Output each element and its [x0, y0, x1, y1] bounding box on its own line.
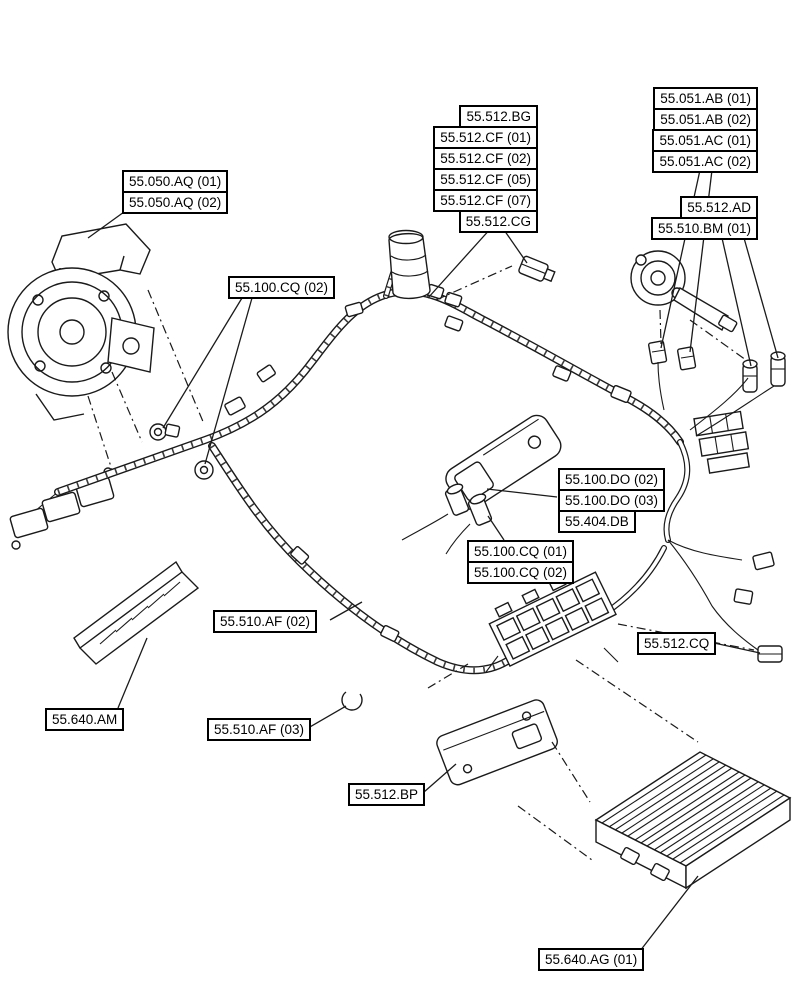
- callout-55-051-ac-01[interactable]: 55.051.AC (01): [652, 129, 758, 152]
- callout-group-55-512-cq: 55.512.CQ: [637, 632, 717, 655]
- callout-55-100-cq-02[interactable]: 55.100.CQ (02): [467, 561, 575, 584]
- callout-group-55-510-af-03: 55.510.AF (03): [207, 718, 312, 741]
- callout-55-051-ac-02[interactable]: 55.051.AC (02): [652, 150, 758, 173]
- mounting-bracket-icon: [73, 560, 200, 665]
- callout-55-510-af-03[interactable]: 55.510.AF (03): [207, 718, 312, 741]
- callout-55-512-cf-01[interactable]: 55.512.CF (01): [433, 126, 538, 149]
- callout-55-100-do-02[interactable]: 55.100.DO (02): [558, 468, 666, 491]
- callout-group-55-640-am: 55.640.AM: [45, 708, 125, 731]
- callout-55-051-ab-01[interactable]: 55.051.AB (01): [653, 87, 758, 110]
- small-connector-pair-icon: [647, 340, 697, 371]
- clip-icon: [341, 691, 363, 711]
- bp-module-icon: [436, 699, 558, 786]
- callout-55-512-bg[interactable]: 55.512.BG: [459, 105, 538, 128]
- callout-group-55-512-cf: 55.512.BG 55.512.CF (01) 55.512.CF (02) …: [433, 105, 538, 233]
- round-sensor-icon: [630, 250, 738, 333]
- callout-55-050-aq-02[interactable]: 55.050.AQ (02): [122, 191, 229, 214]
- callout-55-100-do-03[interactable]: 55.100.DO (03): [558, 489, 666, 512]
- callout-group-55-100-cq-left: 55.100.CQ (02): [228, 276, 336, 299]
- callout-group-55-640-ag: 55.640.AG (01): [538, 948, 645, 971]
- callout-55-512-cg[interactable]: 55.512.CG: [458, 210, 538, 233]
- callout-55-640-ag-01[interactable]: 55.640.AG (01): [538, 948, 645, 971]
- callout-55-051-ab-02[interactable]: 55.051.AB (02): [653, 108, 758, 131]
- fuse-box-legs: [485, 647, 619, 673]
- left-connector-cluster-icon: [9, 467, 115, 550]
- callout-55-512-cq[interactable]: 55.512.CQ: [637, 632, 717, 655]
- callout-55-640-am[interactable]: 55.640.AM: [45, 708, 125, 731]
- callout-55-512-cf-02[interactable]: 55.512.CF (02): [433, 147, 538, 170]
- callout-group-55-510-af-02: 55.510.AF (02): [213, 610, 318, 633]
- callout-55-100-cq-01[interactable]: 55.100.CQ (01): [467, 540, 575, 563]
- inline-connectors: [224, 283, 632, 642]
- leader-lines: [87, 169, 779, 952]
- callout-group-55-512-bp: 55.512.BP: [348, 783, 426, 806]
- reference-lines: [87, 265, 755, 861]
- ring-terminal-icon: [194, 460, 214, 480]
- callout-group-55-100-do: 55.100.DO (02) 55.100.DO (03) 55.404.DB: [558, 468, 666, 533]
- harness-boot-icon: [388, 229, 431, 300]
- callout-55-512-ad[interactable]: 55.512.AD: [680, 196, 758, 219]
- sensor-cylinders-icon: [742, 351, 786, 393]
- fuse-box-icon: [488, 571, 617, 668]
- cq-connector-icon: [757, 645, 783, 663]
- callout-group-55-050-aq: 55.050.AQ (01) 55.050.AQ (02): [122, 170, 229, 214]
- cg-connector-icon: [518, 255, 556, 283]
- callout-group-55-051: 55.051.AB (01) 55.051.AB (02) 55.051.AC …: [652, 87, 758, 173]
- sensor-bolt-icon: [149, 423, 181, 441]
- engine-icon: [7, 223, 155, 421]
- callout-55-050-aq-01[interactable]: 55.050.AQ (01): [122, 170, 229, 193]
- callout-55-100-cq-02-left[interactable]: 55.100.CQ (02): [228, 276, 336, 299]
- branch-wires: [657, 361, 775, 651]
- module-connectors-icon: [401, 483, 493, 555]
- ecu-icon: [594, 751, 792, 890]
- callout-55-512-cf-05[interactable]: 55.512.CF (05): [433, 168, 538, 191]
- callout-55-510-af-02[interactable]: 55.510.AF (02): [213, 610, 318, 633]
- callout-55-512-bp[interactable]: 55.512.BP: [348, 783, 426, 806]
- callout-55-512-cf-07[interactable]: 55.512.CF (07): [433, 189, 538, 212]
- callout-55-510-bm-01[interactable]: 55.510.BM (01): [650, 217, 758, 240]
- callout-group-55-100-cq-center: 55.100.CQ (01) 55.100.CQ (02): [467, 540, 575, 584]
- callout-55-404-db[interactable]: 55.404.DB: [558, 510, 636, 533]
- callout-group-55-512-ad: 55.512.AD 55.510.BM (01): [650, 196, 758, 240]
